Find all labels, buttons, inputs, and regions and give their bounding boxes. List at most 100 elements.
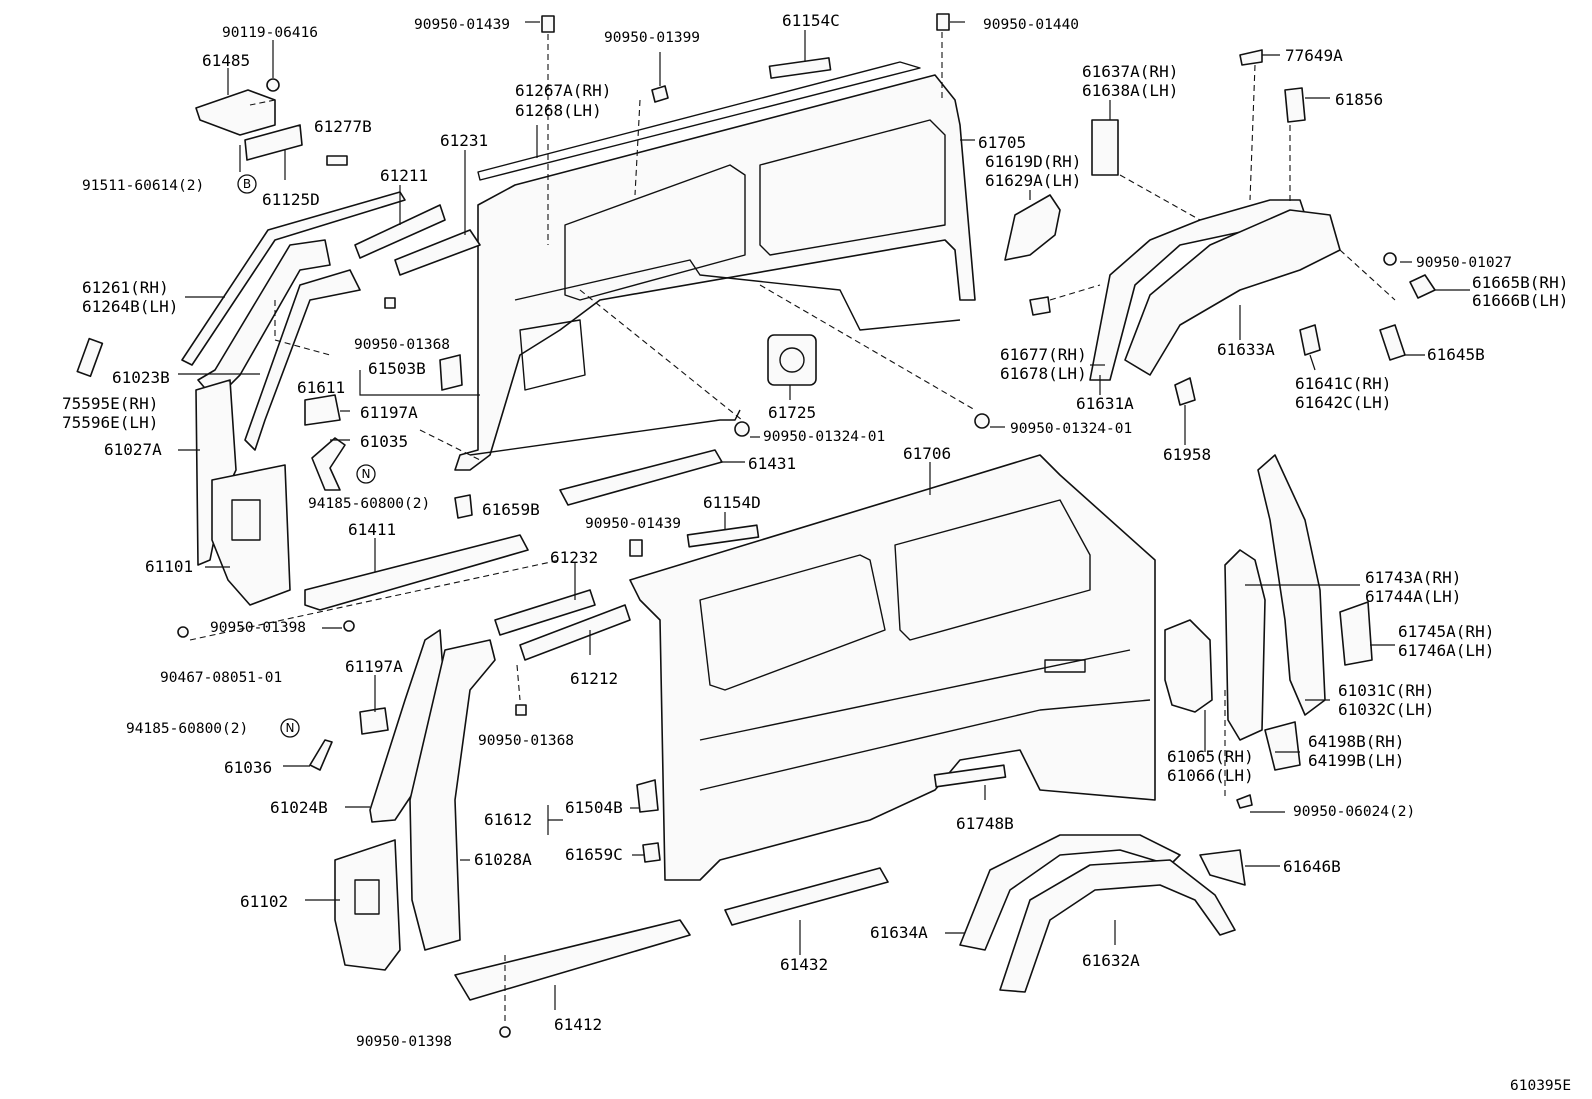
part-label: 90950-01324-01: [1010, 421, 1132, 437]
quarter-panel-61102-hole: [354, 879, 380, 915]
part-label: 90950-01399: [604, 30, 700, 46]
part-label: 90950-01440: [983, 17, 1079, 33]
part-label: 90950-01398: [356, 1034, 452, 1050]
part-label: 61231: [440, 131, 488, 150]
rocker-61411: [304, 534, 529, 611]
pillar-61743a: [1224, 549, 1266, 741]
strip-61637a: [1091, 119, 1119, 176]
upper-panel-lower-edge: [514, 259, 961, 331]
lower-panel-beltline: [699, 649, 1131, 741]
part-labels: 90119-06416 61485 61277B 91511-60614(2) …: [62, 11, 1568, 1050]
bolt-90119: [266, 78, 280, 92]
figure-code: 610395E: [1510, 1078, 1571, 1094]
part-label: 61432: [780, 955, 828, 974]
upper-door-opening: [519, 319, 586, 391]
part-label: 61725: [768, 403, 816, 422]
dash-10: [1249, 64, 1256, 201]
plate-61125d: [244, 124, 303, 161]
part-label: 61659C: [565, 845, 623, 864]
clip-90950-01439-top: [541, 15, 555, 33]
part-label: 61032C(LH): [1338, 700, 1434, 719]
quarter-panel-hole: [231, 499, 261, 541]
part-61035: [311, 437, 346, 491]
leader-61641c: [1309, 354, 1316, 371]
part-61646b: [1199, 849, 1246, 886]
fuel-door-61725: [767, 334, 817, 386]
lower-panel-crease: [699, 699, 1151, 791]
part-61856: [1284, 87, 1306, 123]
part-label: 61154C: [782, 11, 840, 30]
part-label: 61659B: [482, 500, 540, 519]
clip-90950-06024: [1236, 794, 1253, 809]
rear-handle: [1044, 659, 1086, 673]
part-label: 61232: [550, 548, 598, 567]
part-label: 64198B(RH): [1308, 732, 1404, 751]
part-label: 61666B(LH): [1472, 291, 1568, 310]
dash-5: [759, 284, 976, 411]
part-61197a: [304, 394, 341, 426]
part-label: 61412: [554, 1015, 602, 1034]
clip-90950-01439-mid: [629, 539, 643, 557]
part-label: 61745A(RH): [1398, 622, 1494, 641]
part-label: 94185-60800(2): [126, 721, 248, 737]
pillar-61028a: [409, 639, 496, 951]
part-label: 90950-01439: [414, 17, 510, 33]
dash-16: [516, 664, 521, 701]
part-label: 90950-01439: [585, 516, 681, 532]
part-label: 61125D: [262, 190, 320, 209]
part-label: 61267A(RH): [515, 81, 611, 100]
sill-61431: [559, 449, 723, 506]
part-label: 61212: [570, 669, 618, 688]
panel-61065: [1164, 619, 1213, 713]
circle-mark-n-1-text: N: [362, 467, 371, 481]
part-label: 61958: [1163, 445, 1211, 464]
leader-61612: [547, 805, 563, 835]
part-label: 61634A: [870, 923, 928, 942]
bracket-61619d: [1004, 194, 1061, 261]
leader-lines: [178, 21, 1470, 1010]
part-label: 61197A: [360, 403, 418, 422]
circle-marks: B N N: [237, 174, 376, 738]
circle-mark-b: [237, 174, 257, 194]
part-label: 61031C(RH): [1338, 681, 1434, 700]
sill-61432: [724, 867, 889, 926]
part-label: 90950-01324-01: [763, 429, 885, 445]
part-label: 61154D: [703, 493, 761, 512]
circle-mark-n-2: [280, 718, 300, 738]
pillar-61611: [244, 269, 361, 451]
part-61665b: [1409, 274, 1436, 299]
part-label: 61705: [978, 133, 1026, 152]
part-label: 61065(RH): [1167, 747, 1254, 766]
part-label: 61411: [348, 520, 396, 539]
part-label: 61746A(LH): [1398, 641, 1494, 660]
part-61659c: [642, 842, 661, 863]
part-77649a: [1239, 49, 1263, 66]
part-label: 61677(RH): [1000, 345, 1087, 364]
part-label: 61646B: [1283, 857, 1341, 876]
part-label: 61504B: [565, 798, 623, 817]
part-61036: [309, 739, 333, 771]
part-label: 61503B: [368, 359, 426, 378]
part-label: 61035: [360, 432, 408, 451]
clip-90950-01368-b: [515, 704, 527, 716]
part-label: 61102: [240, 892, 288, 911]
dash-7: [419, 429, 481, 461]
part-label: 90950-01368: [354, 337, 450, 353]
part-label: 61856: [1335, 90, 1383, 109]
bracket-61485: [195, 89, 276, 136]
clip-90950-01324-a: [734, 421, 750, 437]
fuel-door-cap: [779, 347, 805, 373]
part-label: 61277B: [314, 117, 372, 136]
part-61504b: [636, 779, 659, 813]
part-61958: [1174, 377, 1196, 406]
clip-90950-01368-a: [384, 297, 396, 309]
part-label: 91511-60614(2): [82, 178, 204, 194]
part-label: 61264B(LH): [82, 297, 178, 316]
part-label: 61268(LH): [515, 101, 602, 120]
part-61645b: [1379, 324, 1406, 361]
part-label: 61023B: [112, 368, 170, 387]
part-label: 61629A(LH): [985, 171, 1081, 190]
part-label: 61101: [145, 557, 193, 576]
part-label: 77649A: [1285, 46, 1343, 65]
part-label: 61748B: [956, 814, 1014, 833]
